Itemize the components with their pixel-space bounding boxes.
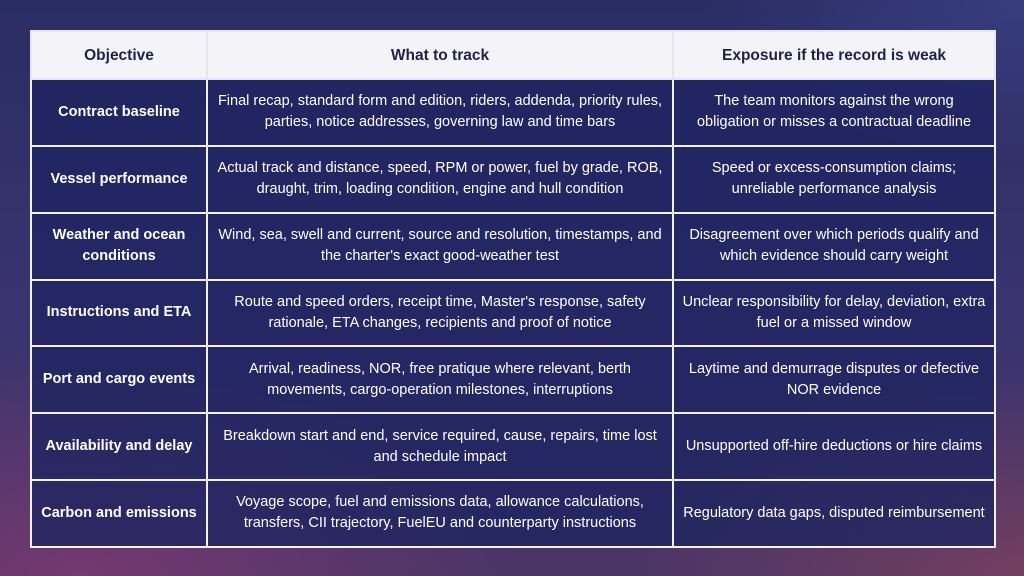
- tracking-table-container: Objective What to track Exposure if the …: [30, 30, 996, 548]
- track-cell: Route and speed orders, receipt time, Ma…: [206, 278, 674, 348]
- track-cell: Final recap, standard form and edition, …: [206, 78, 674, 147]
- exposure-cell: Unclear responsibility for delay, deviat…: [672, 278, 996, 348]
- table-header: Objective What to track Exposure if the …: [30, 30, 996, 80]
- table-row: Weather and ocean conditions Wind, sea, …: [30, 211, 996, 281]
- track-cell: Actual track and distance, speed, RPM or…: [206, 144, 674, 214]
- header-objective: Objective: [30, 30, 208, 80]
- objective-cell: Carbon and emissions: [30, 479, 208, 548]
- table-row: Instructions and ETA Route and speed ord…: [30, 278, 996, 348]
- track-cell: Breakdown start and end, service require…: [206, 412, 674, 482]
- header-exposure: Exposure if the record is weak: [672, 30, 996, 80]
- exposure-cell: Speed or excess-consumption claims; unre…: [672, 144, 996, 214]
- objective-cell: Availability and delay: [30, 412, 208, 482]
- objective-cell: Vessel performance: [30, 144, 208, 214]
- exposure-cell: Laytime and demurrage disputes or defect…: [672, 345, 996, 415]
- objective-cell: Instructions and ETA: [30, 278, 208, 348]
- track-cell: Wind, sea, swell and current, source and…: [206, 211, 674, 281]
- exposure-cell: Regulatory data gaps, disputed reimburse…: [672, 479, 996, 548]
- exposure-cell: Disagreement over which periods qualify …: [672, 211, 996, 281]
- table-row: Vessel performance Actual track and dist…: [30, 144, 996, 214]
- track-cell: Voyage scope, fuel and emissions data, a…: [206, 479, 674, 548]
- header-row: Objective What to track Exposure if the …: [30, 30, 996, 80]
- objective-cell: Weather and ocean conditions: [30, 211, 208, 281]
- exposure-cell: The team monitors against the wrong obli…: [672, 78, 996, 147]
- header-what-to-track: What to track: [206, 30, 674, 80]
- table-row: Availability and delay Breakdown start a…: [30, 412, 996, 482]
- table-row: Contract baseline Final recap, standard …: [30, 78, 996, 147]
- table-row: Carbon and emissions Voyage scope, fuel …: [30, 479, 996, 548]
- table-body: Contract baseline Final recap, standard …: [30, 78, 996, 548]
- objective-cell: Port and cargo events: [30, 345, 208, 415]
- table-row: Port and cargo events Arrival, readiness…: [30, 345, 996, 415]
- tracking-table: Objective What to track Exposure if the …: [30, 30, 996, 548]
- objective-cell: Contract baseline: [30, 78, 208, 147]
- track-cell: Arrival, readiness, NOR, free pratique w…: [206, 345, 674, 415]
- exposure-cell: Unsupported off-hire deductions or hire …: [672, 412, 996, 482]
